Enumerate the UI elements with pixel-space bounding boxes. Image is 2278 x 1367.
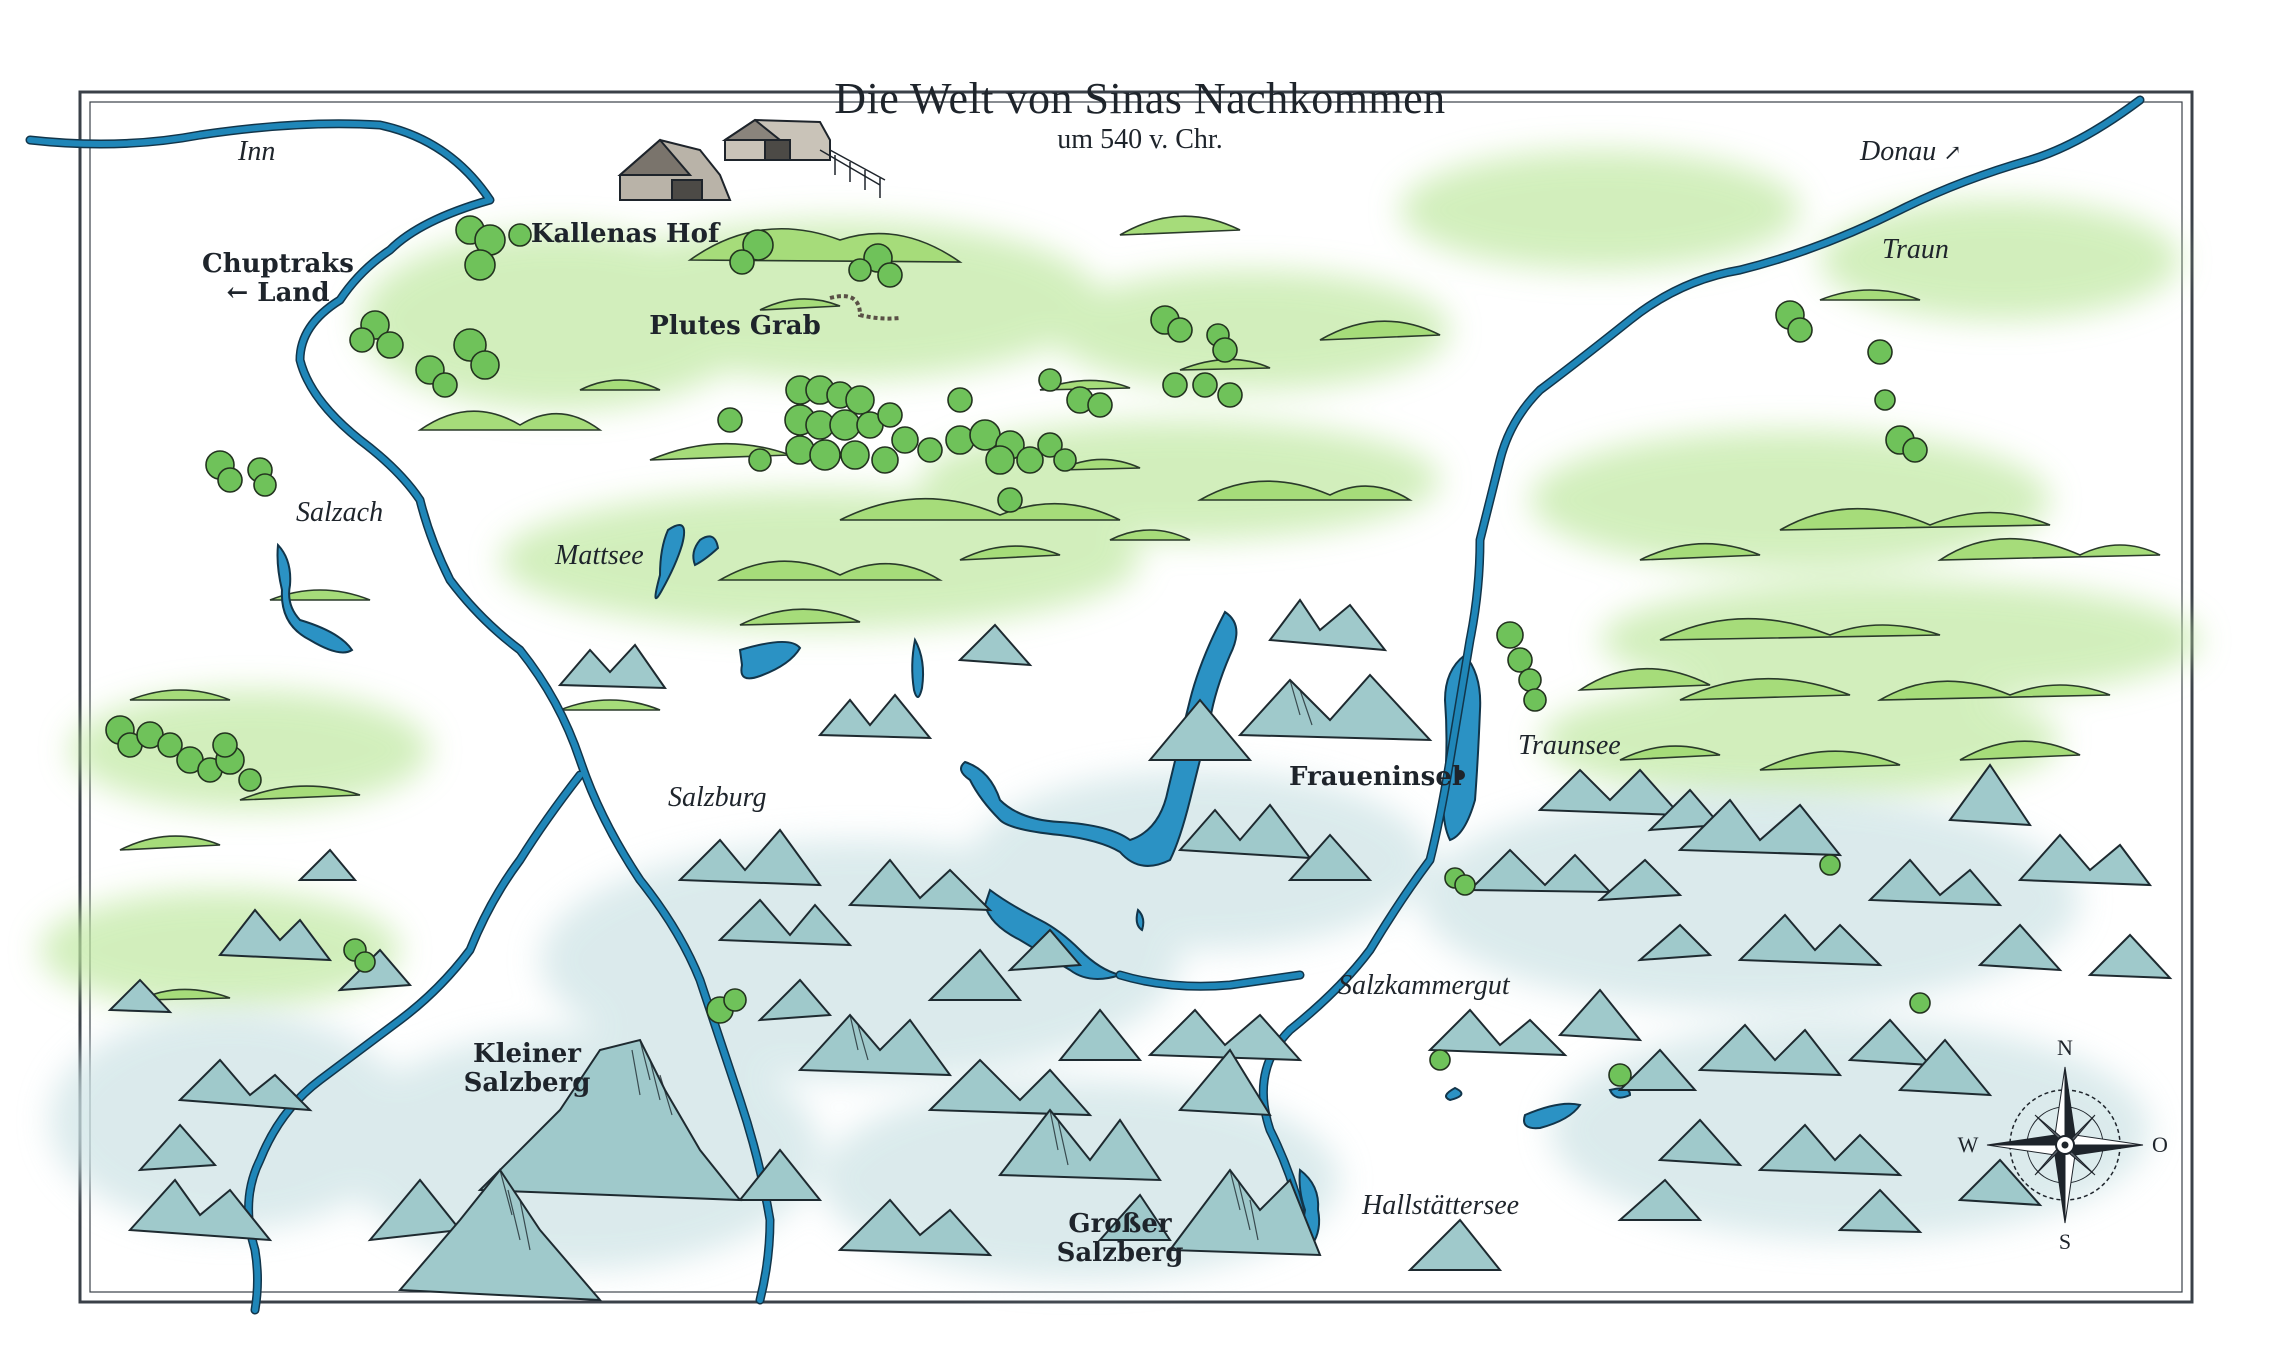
label-kallenas-hof: Kallenas Hof xyxy=(530,219,720,249)
map-frame xyxy=(78,90,2194,1304)
mountain-hatching xyxy=(499,679,1313,1251)
mountains xyxy=(107,598,2173,1302)
compass-south: S xyxy=(2058,1229,2072,1254)
compass-east: O xyxy=(2152,1132,2168,1157)
donau-arrow-icon: ↗ xyxy=(1943,140,1962,165)
label-chuptraks-land: Chuptraks ← Land xyxy=(202,249,354,309)
traunsee-lake xyxy=(1442,653,1482,842)
label-grosser-line2: Salzberg xyxy=(1056,1238,1184,1269)
farmstead xyxy=(617,118,886,201)
lakes xyxy=(276,524,1632,1247)
label-hallstaettersee: Hallstättersee xyxy=(1362,1190,1520,1221)
label-inn: Inn xyxy=(238,136,276,167)
label-chuptraks-line1: Chuptraks xyxy=(202,249,354,279)
map-subtitle: um 540 v. Chr. xyxy=(1057,124,1223,155)
label-kleiner-salzberg: Kleiner Salzberg xyxy=(463,1039,591,1099)
label-salzkammergut: Salzkammergut xyxy=(1338,970,1510,1001)
label-salzburg: Salzburg xyxy=(668,782,767,813)
label-traunsee: Traunsee xyxy=(1518,730,1621,761)
salzach-lake xyxy=(276,542,354,654)
mattsee-lake xyxy=(654,524,686,600)
plutes-grab-path xyxy=(829,294,901,321)
compass-north: N xyxy=(2057,1035,2073,1060)
label-grosser-salzberg: Großer Salzberg xyxy=(1056,1209,1184,1269)
label-donau: Donau ↗ xyxy=(1860,136,1962,167)
map-title: Die Welt von Sinas Nachkommen xyxy=(834,74,1446,123)
label-mattsee: Mattsee xyxy=(555,540,644,571)
label-plutes-grab: Plutes Grab xyxy=(649,311,821,341)
trees xyxy=(105,215,1931,1087)
label-chuptraks-line2: ← Land xyxy=(226,278,330,309)
label-donau-text: Donau xyxy=(1860,136,1937,167)
label-traun: Traun xyxy=(1882,234,1949,265)
label-grosser-line1: Großer xyxy=(1068,1209,1172,1239)
fraueninsel-island-marker xyxy=(1455,770,1465,780)
label-salzach: Salzach xyxy=(296,497,384,528)
label-kleiner-line1: Kleiner xyxy=(472,1039,582,1069)
compass-rose xyxy=(1986,1066,2144,1224)
label-fraueninsel: Fraueninsel xyxy=(1289,762,1462,792)
compass-west: W xyxy=(1957,1132,1979,1157)
label-kleiner-line2: Salzberg xyxy=(463,1068,591,1099)
